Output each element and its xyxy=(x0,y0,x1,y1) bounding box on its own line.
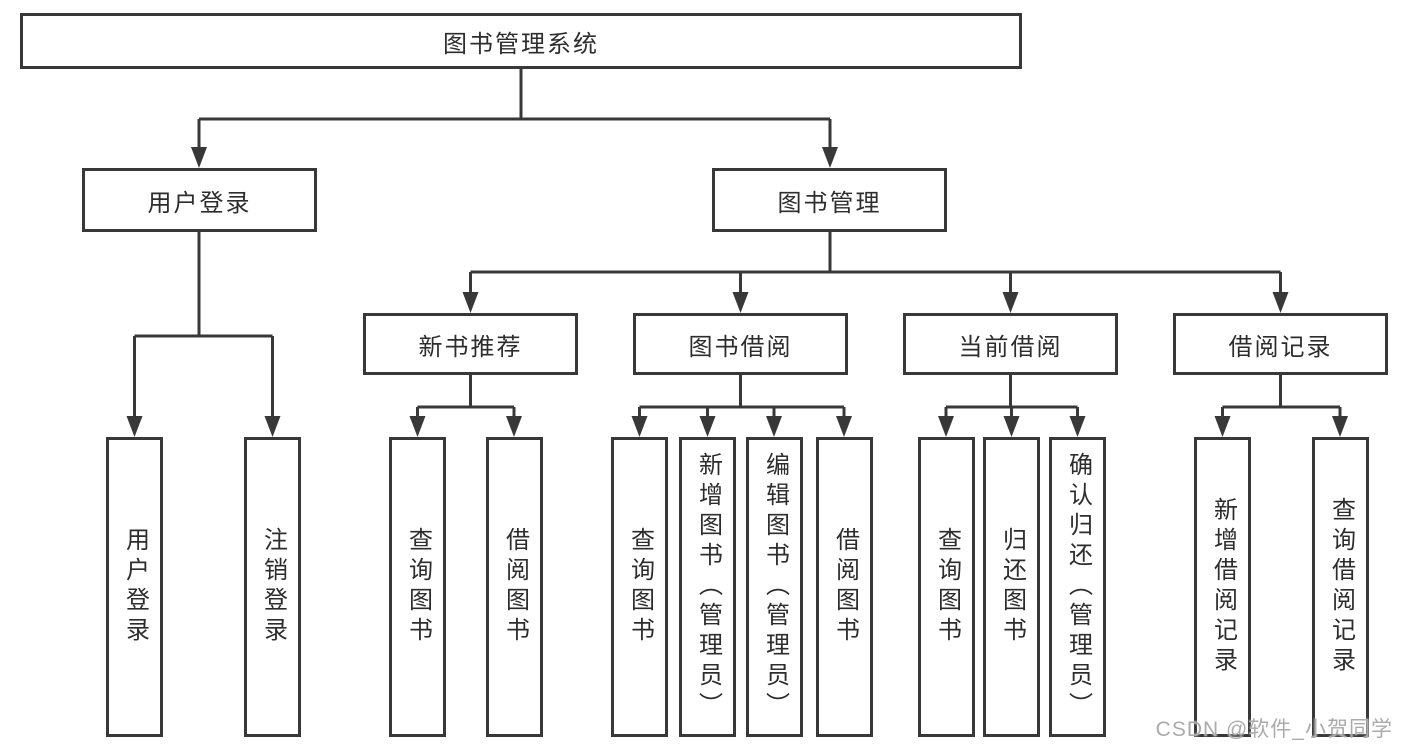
node-new-book-recommend: 新书推荐 xyxy=(363,313,578,375)
leaf-logout-label: 注销登录 xyxy=(259,527,287,647)
node-root-label: 图书管理系统 xyxy=(443,30,599,58)
leaf-borrow-book-1-label: 借阅图书 xyxy=(501,527,529,647)
node-root: 图书管理系统 xyxy=(20,13,1022,69)
node-book-management-label: 图书管理 xyxy=(777,189,882,217)
arrowhead-icon xyxy=(264,416,281,437)
arrowhead-icon xyxy=(766,416,782,437)
leaf-user-login: 用户登录 xyxy=(106,437,163,737)
leaf-confirm-return-admin: 确认归还（管理员） xyxy=(1049,437,1106,737)
leaf-query-book-2: 查询图书 xyxy=(611,437,668,737)
arrowhead-icon xyxy=(1214,416,1231,437)
leaf-query-borrow-record: 查询借阅记录 xyxy=(1312,437,1369,737)
node-current-borrow-label: 当前借阅 xyxy=(958,333,1063,361)
arrowhead-icon xyxy=(822,147,838,168)
node-book-borrow-label: 图书借阅 xyxy=(688,333,793,361)
arrowhead-icon xyxy=(1002,292,1019,313)
node-borrow-records: 借阅记录 xyxy=(1173,313,1388,375)
arrowhead-icon xyxy=(1272,292,1289,313)
leaf-logout: 注销登录 xyxy=(244,437,301,737)
leaf-return-book: 归还图书 xyxy=(983,437,1040,737)
arrowhead-icon xyxy=(732,292,749,313)
arrowhead-icon xyxy=(631,416,648,437)
arrowhead-icon xyxy=(938,416,954,437)
leaf-borrow-book-1: 借阅图书 xyxy=(486,437,543,737)
node-user-login-label: 用户登录 xyxy=(147,189,252,217)
arrowhead-icon xyxy=(1069,416,1086,437)
connector-book-mgmt-fork xyxy=(469,232,1282,292)
leaf-add-book-admin-label: 新增图书（管理员） xyxy=(694,452,722,722)
node-new-book-recommend-label: 新书推荐 xyxy=(418,333,523,361)
arrowhead-icon xyxy=(126,416,143,437)
connector-level3-stems xyxy=(469,375,1282,407)
arrowheads xyxy=(126,147,1348,437)
connector-leaf-stems xyxy=(416,407,1342,416)
leaf-borrow-book-2-label: 借阅图书 xyxy=(831,527,859,647)
leaf-add-borrow-record-label: 新增借阅记录 xyxy=(1209,497,1237,677)
connector-user-login-fork xyxy=(133,232,274,416)
leaf-edit-book-admin: 编辑图书（管理员） xyxy=(746,437,803,737)
leaf-confirm-return-admin-label: 确认归还（管理员） xyxy=(1064,452,1092,722)
arrowhead-icon xyxy=(699,416,716,437)
arrowhead-icon xyxy=(191,147,207,168)
arrowhead-icon xyxy=(462,292,479,313)
arrowhead-icon xyxy=(1332,416,1348,437)
leaf-borrow-book-2: 借阅图书 xyxy=(816,437,873,737)
csdn-watermark: CSDN @软件_小贺同学 xyxy=(1155,718,1393,741)
leaf-return-book-label: 归还图书 xyxy=(998,527,1026,647)
arrowhead-icon xyxy=(506,416,522,437)
node-book-management: 图书管理 xyxy=(712,168,947,232)
leaf-user-login-label: 用户登录 xyxy=(121,527,149,647)
leaf-add-borrow-record: 新增借阅记录 xyxy=(1194,437,1251,737)
leaf-query-book-2-label: 查询图书 xyxy=(626,527,654,647)
leaf-edit-book-admin-label: 编辑图书（管理员） xyxy=(761,452,789,722)
leaf-add-book-admin: 新增图书（管理员） xyxy=(679,437,736,737)
leaf-query-book-1-label: 查询图书 xyxy=(404,527,432,647)
connector-root-fork xyxy=(197,69,832,147)
node-borrow-records-label: 借阅记录 xyxy=(1228,333,1333,361)
node-book-borrow: 图书借阅 xyxy=(633,313,848,375)
arrowhead-icon xyxy=(836,416,852,437)
arrowhead-icon xyxy=(1003,416,1020,437)
leaf-query-book-3-label: 查询图书 xyxy=(933,527,961,647)
leaf-query-book-3: 查询图书 xyxy=(918,437,975,737)
arrowhead-icon xyxy=(409,416,426,437)
leaf-query-book-1: 查询图书 xyxy=(389,437,446,737)
node-current-borrow: 当前借阅 xyxy=(903,313,1118,375)
leaf-query-borrow-record-label: 查询借阅记录 xyxy=(1327,497,1355,677)
node-user-login: 用户登录 xyxy=(82,168,317,232)
